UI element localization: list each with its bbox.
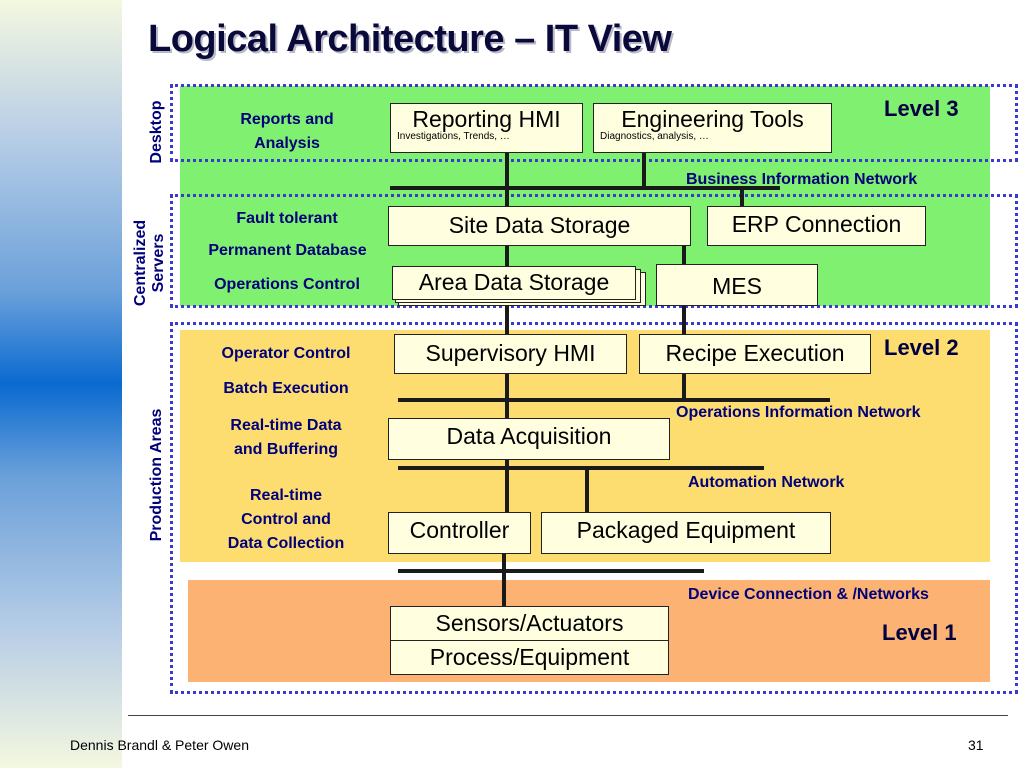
network-label-operations: Operations Information Network: [676, 404, 921, 421]
side-label-centralized-servers: Centralized Servers: [132, 208, 168, 318]
footer-divider: [128, 715, 1008, 716]
operations-network-bus: [398, 398, 830, 402]
production-areas-boundary: [170, 322, 1018, 694]
network-label-business: Business Information Network: [686, 171, 918, 188]
data-acquisition-box: Data Acquisition: [388, 418, 670, 460]
label-and-buffering: and Buffering: [234, 441, 338, 458]
level1-label: Level 1: [882, 620, 957, 645]
supervisory-hmi-box: Supervisory HMI: [394, 334, 627, 374]
recipe-execution-box: Recipe Execution: [639, 334, 871, 374]
side-label-servers: Servers: [150, 233, 167, 293]
label-data-collection: Data Collection: [227, 535, 345, 552]
connector-area-supervisory: [505, 304, 509, 334]
network-label-device: Device Connection & /Networks: [688, 586, 929, 603]
connector-mes-top: [682, 246, 686, 264]
reporting-hmi-box: Reporting HMI Investigations, Trends, …: [390, 103, 583, 153]
reporting-hmi-label: Reporting HMI: [412, 106, 561, 132]
area-data-storage-box: Area Data Storage: [392, 266, 636, 300]
label-analysis: Analysis: [254, 135, 320, 152]
label-operations-control: Operations Control: [214, 276, 360, 293]
device-network-bus: [398, 569, 704, 573]
footer-authors: Dennis Brandl & Peter Owen: [70, 737, 249, 753]
label-realtime: Real-time: [249, 487, 323, 504]
side-label-centralized: Centralized: [132, 219, 149, 307]
label-reports: Reports and: [240, 111, 334, 128]
side-gradient-bar: [0, 0, 122, 768]
connector-supervisory-acquisition: [505, 374, 509, 418]
network-label-automation: Automation Network: [688, 474, 845, 491]
engineering-tools-sublabel: Diagnostics, analysis, …: [600, 131, 709, 143]
label-reports-analysis: Reports and Analysis: [212, 108, 362, 156]
process-equipment-box: Process/Equipment: [390, 640, 669, 675]
engineering-tools-box: Engineering Tools Diagnostics, analysis,…: [593, 103, 832, 153]
engineering-tools-label: Engineering Tools: [621, 106, 804, 132]
connector-erp: [740, 188, 744, 206]
footer-page-number: 31: [968, 737, 984, 753]
connector-controller-sensors: [502, 554, 506, 606]
connector-site-area: [505, 246, 509, 266]
label-operator-control: Operator Control: [221, 345, 351, 362]
label-realtime-data-buffering: Real-time Data and Buffering: [200, 414, 372, 462]
mes-box: MES: [656, 264, 818, 306]
label-realtime-control: Real-time Control and Data Collection: [200, 484, 372, 556]
label-batch-execution: Batch Execution: [223, 380, 349, 397]
level3-label: Level 3: [884, 96, 959, 121]
site-data-storage-box: Site Data Storage: [388, 206, 691, 246]
automation-network-bus: [398, 466, 764, 470]
side-label-desktop: Desktop: [148, 100, 165, 164]
connector-mes-recipe: [682, 306, 686, 334]
reporting-hmi-sublabel: Investigations, Trends, …: [397, 131, 510, 143]
controller-box: Controller: [388, 512, 531, 554]
page-title: Logical Architecture – IT View: [148, 18, 672, 60]
label-permanent-database: Permanent Database: [208, 242, 367, 259]
connector-reporting-hmi: [505, 152, 509, 206]
connector-packaged-equipment: [585, 468, 589, 512]
label-fault-tolerant: Fault tolerant: [236, 210, 338, 227]
side-label-production-areas: Production Areas: [148, 408, 165, 542]
sensors-actuators-box: Sensors/Actuators: [390, 606, 669, 641]
erp-connection-box: ERP Connection: [707, 206, 926, 246]
connector-engineering-tools: [642, 152, 646, 188]
connector-recipe-bus: [682, 374, 686, 400]
label-control-and: Control and: [241, 511, 331, 528]
desktop-boundary: [170, 84, 1018, 162]
label-realtime-data: Real-time Data: [230, 417, 342, 434]
packaged-equipment-box: Packaged Equipment: [541, 512, 831, 554]
centralized-servers-boundary: [170, 194, 1018, 308]
level2-label: Level 2: [884, 335, 959, 360]
connector-acquisition-controller: [505, 460, 509, 512]
business-network-bus: [390, 186, 780, 190]
